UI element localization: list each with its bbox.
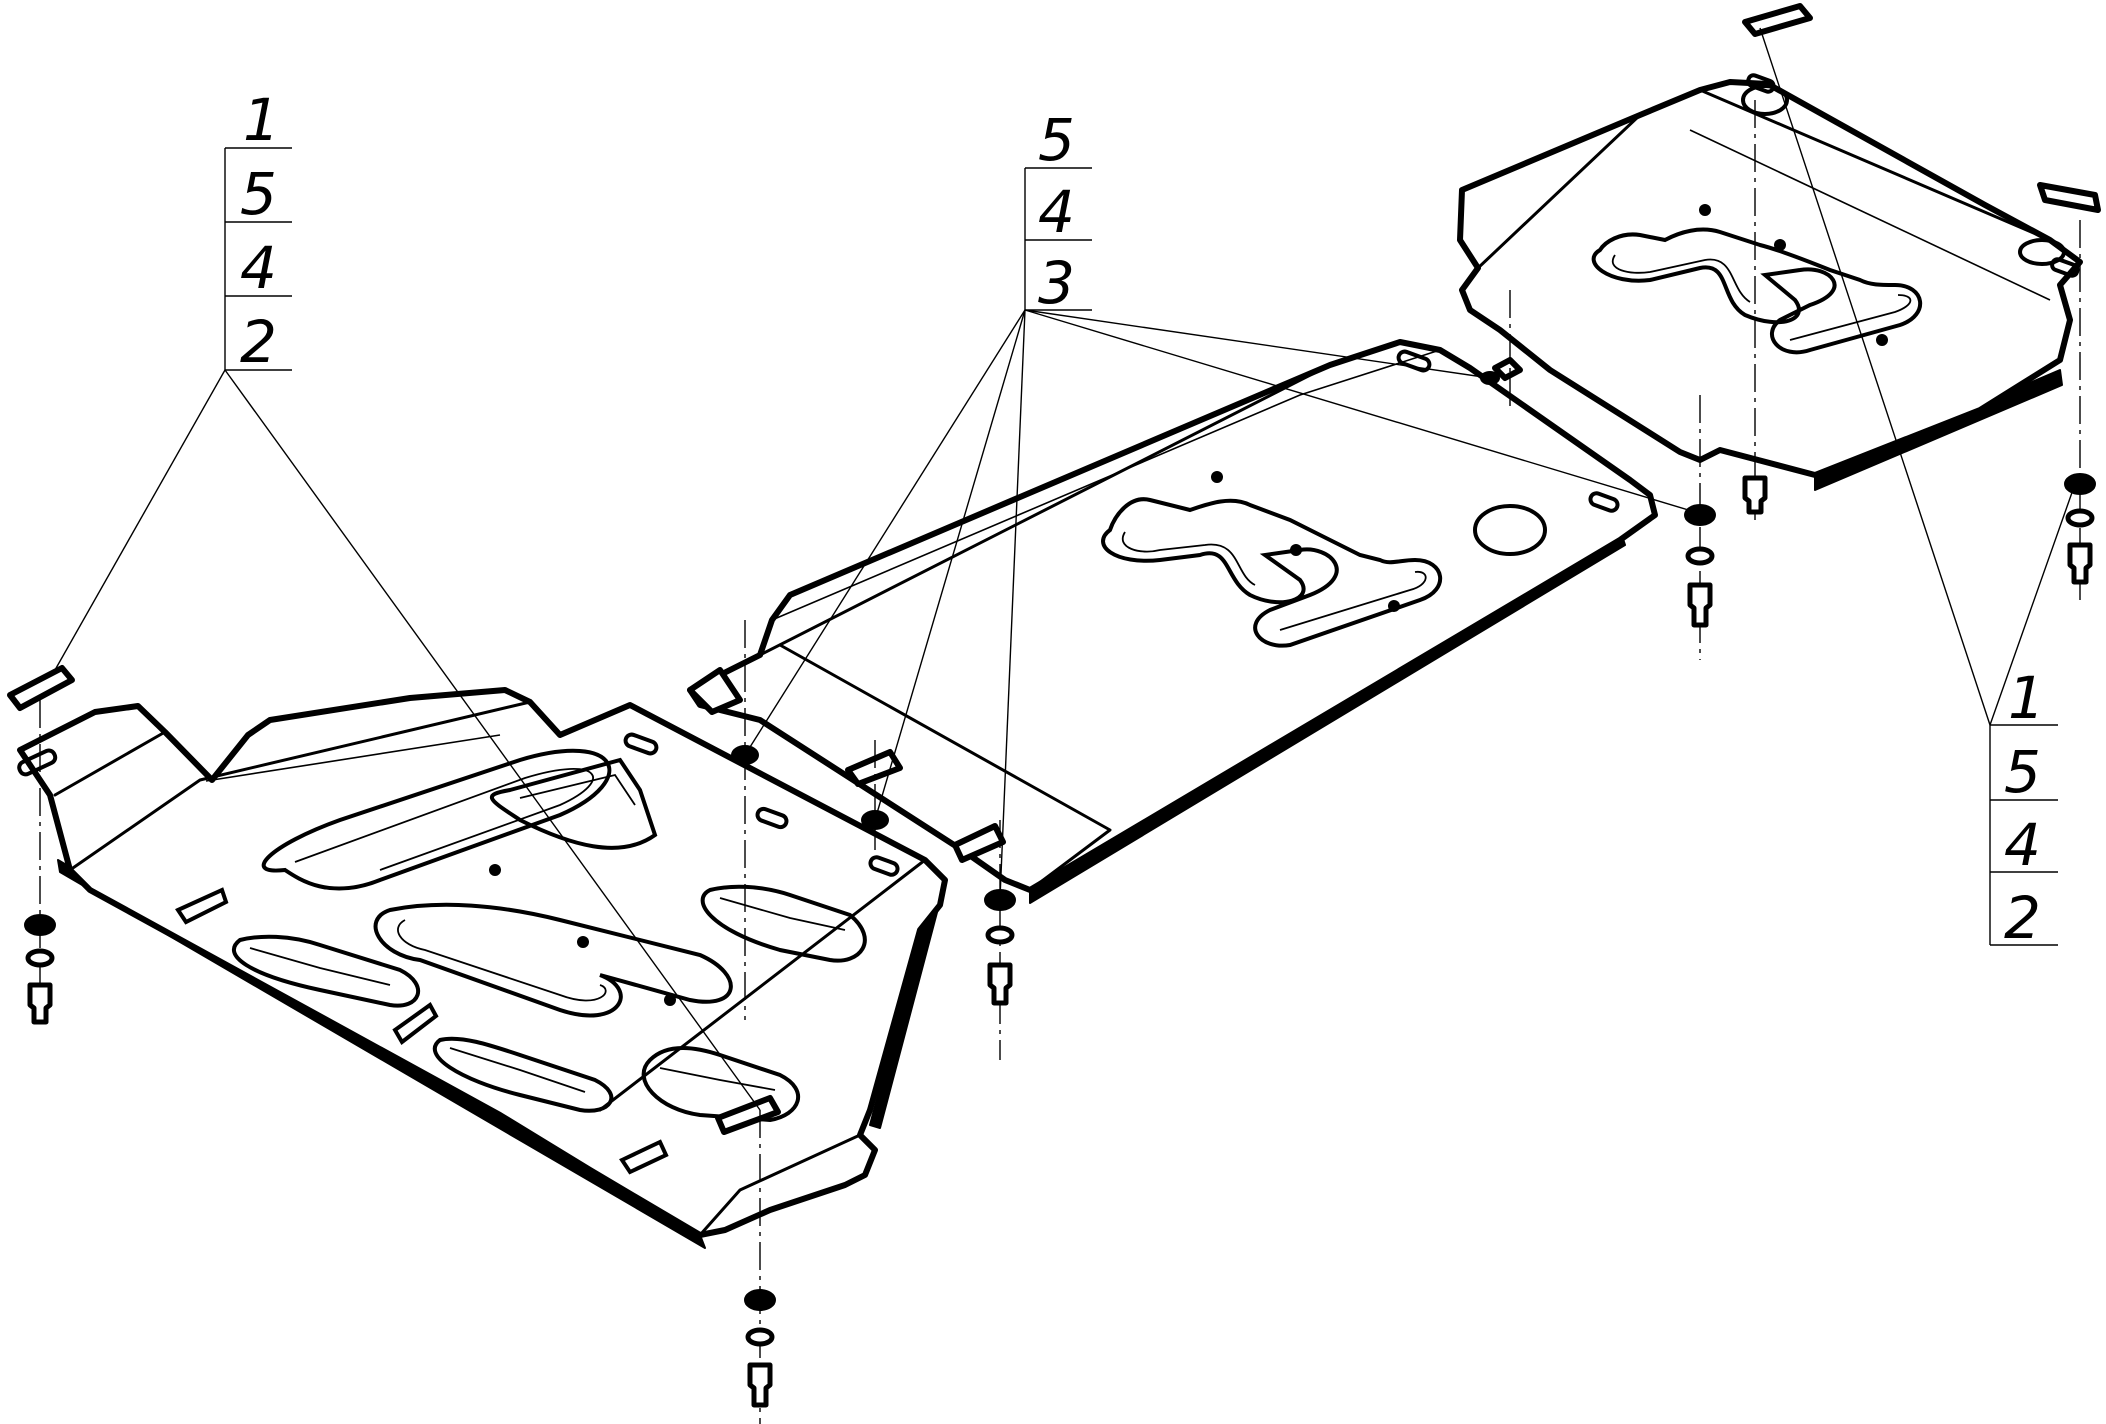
callout-left-pos-3: 4	[240, 234, 277, 302]
callout-center-pos-1: 5	[1038, 106, 1075, 174]
fastener-set-right-inner	[1742, 475, 1768, 515]
callout-right-pos-3: 4	[2004, 811, 2041, 879]
left-lower-tab	[715, 1095, 781, 1135]
right-upper-tab	[1742, 3, 1813, 37]
front-skid-plate	[17, 687, 948, 1249]
fastener-set-left-front	[24, 914, 56, 1025]
right-small-clip	[1492, 357, 1523, 381]
callout-left-pos-2: 5	[240, 160, 277, 228]
fastener-set-center-right	[1684, 504, 1716, 628]
callout-leader-lines	[54, 27, 2076, 1111]
callout-center-pos-3: 3	[1038, 249, 1075, 317]
fastener-set-center-left	[984, 889, 1016, 1006]
callout-right-pos-2: 5	[2004, 738, 2041, 806]
gearbox-skid-plate	[687, 339, 1658, 904]
fastener-set-left-rear	[744, 1289, 776, 1408]
callout-right-pos-4: 2	[2004, 884, 2041, 952]
left-upper-tab	[7, 665, 75, 711]
callout-left-pos-1: 1	[243, 86, 280, 154]
rear-skid-plate	[1457, 73, 2083, 491]
callout-center-pos-2: 4	[1038, 178, 1075, 246]
right-side-tab	[2037, 182, 2101, 213]
callout-center: 5 4 3	[1024, 106, 1092, 317]
callout-left-pos-4: 2	[240, 308, 277, 376]
callout-right: 1 5 4 2	[1989, 664, 2058, 952]
callout-right-pos-1: 1	[2008, 664, 2045, 732]
callout-left: 1 5 4 2	[224, 86, 292, 376]
plate-lightening-slots	[232, 748, 867, 1123]
fastener-set-right-outer	[2064, 473, 2096, 585]
